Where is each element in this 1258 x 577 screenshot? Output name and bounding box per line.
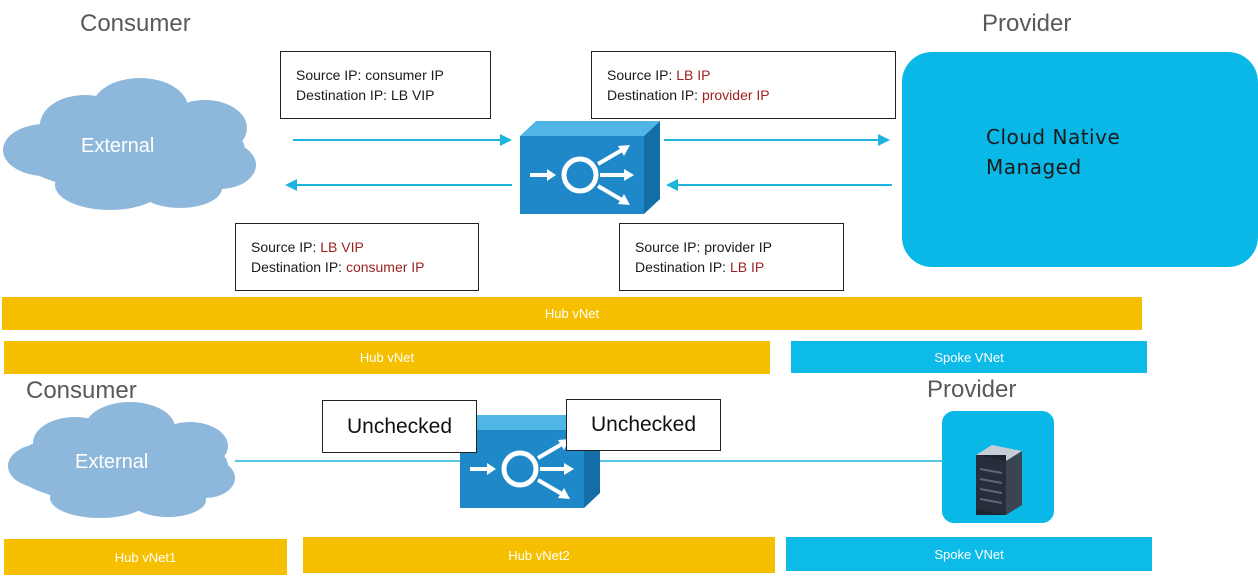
external-label-bottom: External (75, 451, 149, 473)
packet-info-return-out: Source IP: LB VIP Destination IP: consum… (235, 223, 479, 291)
destination-ip-value: provider IP (701, 87, 770, 103)
source-ip-key: Source IP: (296, 67, 366, 83)
packet-info-forward-in: Source IP: consumer IP Destination IP: L… (280, 51, 491, 119)
hub-vnet-bar: Hub vNet (4, 341, 770, 374)
destination-ip-key: Destination IP: (251, 259, 346, 275)
destination-ip-value: LB IP (729, 259, 765, 275)
cloud-native-line2: Managed (986, 155, 1082, 179)
destination-ip-value: consumer IP (345, 259, 425, 275)
spoke-vnet-bar-bottom: Spoke VNet (786, 537, 1152, 571)
provider-heading-bottom: Provider (927, 376, 1017, 403)
spoke-vnet-bar-top: Spoke VNet (791, 341, 1147, 373)
provider-server-tile (942, 411, 1054, 523)
consumer-heading-top: Consumer (80, 10, 191, 37)
hub-vnet-bar-wide: Hub vNet (2, 297, 1142, 330)
destination-ip-key: Destination IP: (296, 87, 391, 103)
load-balancer-icon-top (520, 121, 660, 214)
server-icon (976, 445, 1022, 515)
cloud-native-line1: Cloud Native (986, 125, 1121, 149)
destination-ip-value: LB VIP (390, 87, 435, 103)
destination-ip-key: Destination IP: (635, 259, 730, 275)
source-ip-key: Source IP: (607, 67, 677, 83)
external-cloud-bottom (8, 402, 235, 518)
external-label-top: External (81, 135, 155, 157)
cloud-native-managed-box: Cloud Native Managed (902, 52, 1258, 267)
source-ip-value: LB IP (676, 67, 711, 83)
hub-vnet2-bar: Hub vNet2 (303, 537, 775, 573)
provider-heading-top: Provider (982, 10, 1072, 37)
consumer-heading-bottom: Consumer (26, 377, 137, 404)
unchecked-label-right: Unchecked (566, 399, 721, 451)
hub-vnet1-bar: Hub vNet1 (4, 539, 287, 575)
packet-info-forward-out: Source IP: LB IP Destination IP: provide… (591, 51, 896, 119)
flow-arrows-top (285, 134, 892, 191)
load-balancer-icon-bottom (460, 415, 600, 508)
destination-ip-key: Destination IP: (607, 87, 702, 103)
source-ip-key: Source IP: (635, 239, 705, 255)
source-ip-key: Source IP: (251, 239, 321, 255)
external-cloud-top (3, 78, 256, 210)
source-ip-value: consumer IP (365, 67, 444, 83)
packet-info-return-in: Source IP: provider IP Destination IP: L… (619, 223, 844, 291)
unchecked-label-left: Unchecked (322, 400, 477, 453)
source-ip-value: provider IP (704, 239, 772, 255)
source-ip-value: LB VIP (320, 239, 364, 255)
cloud-native-managed-label: Cloud Native Managed (986, 122, 1120, 182)
